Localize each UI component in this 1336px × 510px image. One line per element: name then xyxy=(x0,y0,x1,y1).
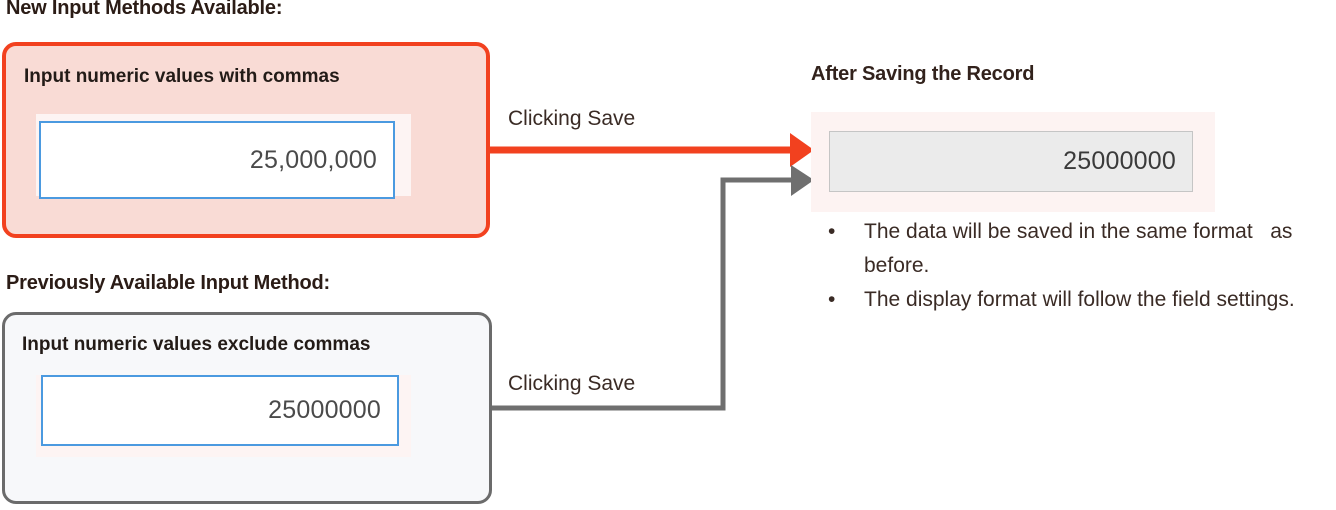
saved-record-value-field: 25000000 xyxy=(829,131,1193,192)
list-item: • The data will be saved in the same for… xyxy=(820,215,1320,283)
heading-previous-input-method: Previously Available Input Method: xyxy=(6,272,330,294)
numeric-input-with-commas[interactable]: 25,000,000 xyxy=(39,121,395,199)
notes-list: • The data will be saved in the same for… xyxy=(820,215,1320,317)
heading-after-saving-the-record: After Saving the Record xyxy=(811,63,1035,85)
bullet-icon: • xyxy=(828,220,836,243)
note-text: The data will be saved in the same forma… xyxy=(864,220,1299,277)
note-text: The display format will follow the field… xyxy=(864,288,1295,311)
list-item: • The display format will follow the fie… xyxy=(820,283,1320,317)
numeric-input-exclude-commas[interactable]: 25000000 xyxy=(41,375,399,446)
arrow-clicking-save-top xyxy=(490,133,814,167)
arrow-label-clicking-save-top: Clicking Save xyxy=(508,107,636,130)
card-new-label: Input numeric values with commas xyxy=(24,66,340,87)
arrow-label-clicking-save-bottom: Clicking Save xyxy=(508,372,636,395)
bullet-icon: • xyxy=(828,288,836,311)
card-previous-label: Input numeric values exclude commas xyxy=(22,334,371,355)
heading-new-input-methods: New Input Methods Available: xyxy=(6,0,283,19)
